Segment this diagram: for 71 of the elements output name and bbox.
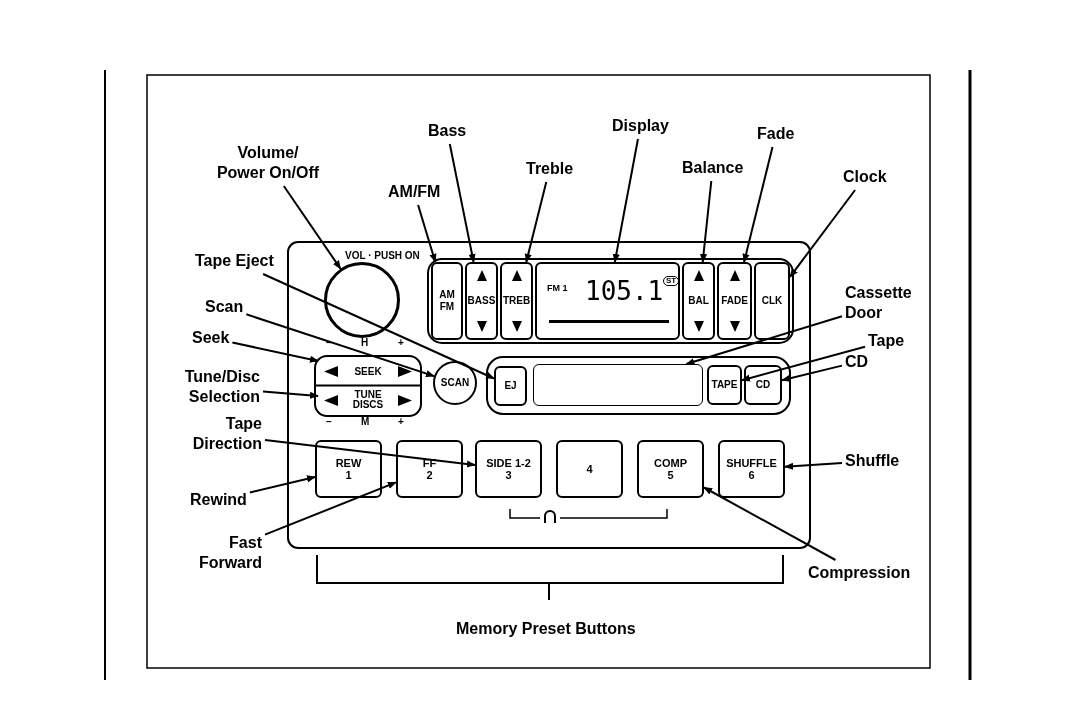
button-text: TUNE DISCS xyxy=(351,390,385,410)
clock-button: CLK xyxy=(754,262,790,340)
balance-button xyxy=(682,262,715,340)
caption-label: Memory Preset Buttons xyxy=(456,620,636,638)
leader-line xyxy=(742,146,774,263)
panel-label: + xyxy=(398,337,404,348)
leader-line xyxy=(417,204,437,263)
leader-line xyxy=(741,345,866,382)
bass-button xyxy=(465,262,498,340)
callout-label: Seek xyxy=(192,328,230,348)
leader-line xyxy=(612,138,639,263)
frequency-readout: 105.1 xyxy=(585,278,664,304)
treble-button xyxy=(500,262,533,340)
preset-button: REW 1 xyxy=(315,440,382,498)
callout-label: Volume/ Power On/Off xyxy=(212,143,324,183)
radio-display xyxy=(535,262,680,340)
callout-label: Rewind xyxy=(190,490,247,510)
leader-line xyxy=(781,364,843,382)
leader-line xyxy=(282,185,342,270)
preset-button: SHUFFLE 6 xyxy=(718,440,785,498)
button-text: FADE xyxy=(721,295,748,307)
callout-label: Cassette Door xyxy=(845,283,925,323)
leader-line xyxy=(231,341,319,363)
leader-line xyxy=(700,180,713,263)
leader-line xyxy=(703,486,837,561)
callout-label: Tune/Disc Selection xyxy=(158,367,260,407)
leader-line xyxy=(248,475,316,494)
callout-label: Clock xyxy=(843,167,887,187)
callout-label: Fast Forward xyxy=(176,533,262,573)
leader-line xyxy=(264,481,397,536)
preset-button: 4 xyxy=(556,440,623,498)
eject-button: EJ xyxy=(494,366,527,406)
callout-label: Fade xyxy=(757,124,795,144)
callout-label: Balance xyxy=(682,158,744,178)
tape-button: TAPE xyxy=(707,365,742,405)
band-indicator: FM 1 xyxy=(547,284,568,293)
callout-label: AM/FM xyxy=(388,182,441,202)
leader-line xyxy=(262,390,319,399)
callout-label: Shuffle xyxy=(845,451,900,471)
callout-label: Tape Eject xyxy=(195,251,274,271)
leader-line xyxy=(524,181,548,263)
panel-label: M xyxy=(361,416,370,427)
callout-label: Compression xyxy=(808,563,911,583)
callout-label: Bass xyxy=(428,121,467,141)
panel-label: H xyxy=(361,337,369,348)
button-text: BASS xyxy=(467,295,496,307)
button-text: TREB xyxy=(502,295,531,307)
button-text: SEEK xyxy=(354,366,382,377)
leader-line xyxy=(685,315,843,366)
callout-label: Treble xyxy=(526,159,574,179)
callout-label: CD xyxy=(845,352,869,372)
cd-button: CD xyxy=(744,365,782,405)
callout-label: Scan xyxy=(205,297,244,317)
leader-line xyxy=(784,462,843,470)
leader-line xyxy=(262,273,495,380)
callout-label: Tape xyxy=(868,331,905,351)
preset-button: COMP 5 xyxy=(637,440,704,498)
leader-line xyxy=(264,439,476,468)
callout-label: Display xyxy=(612,116,669,136)
band-button: AM FM xyxy=(431,262,463,340)
callout-label: Tape Direction xyxy=(168,414,262,454)
cassette-door xyxy=(533,364,703,406)
preset-button: SIDE 1-2 3 xyxy=(475,440,542,498)
panel-label: VOL · PUSH ON xyxy=(345,250,420,261)
panel-label: + xyxy=(398,416,404,427)
leader-line xyxy=(245,313,436,378)
panel-label: – xyxy=(326,416,332,427)
leader-line xyxy=(789,189,857,278)
leader-line xyxy=(448,143,476,263)
button-text: BAL xyxy=(688,295,709,307)
fade-button xyxy=(717,262,752,340)
